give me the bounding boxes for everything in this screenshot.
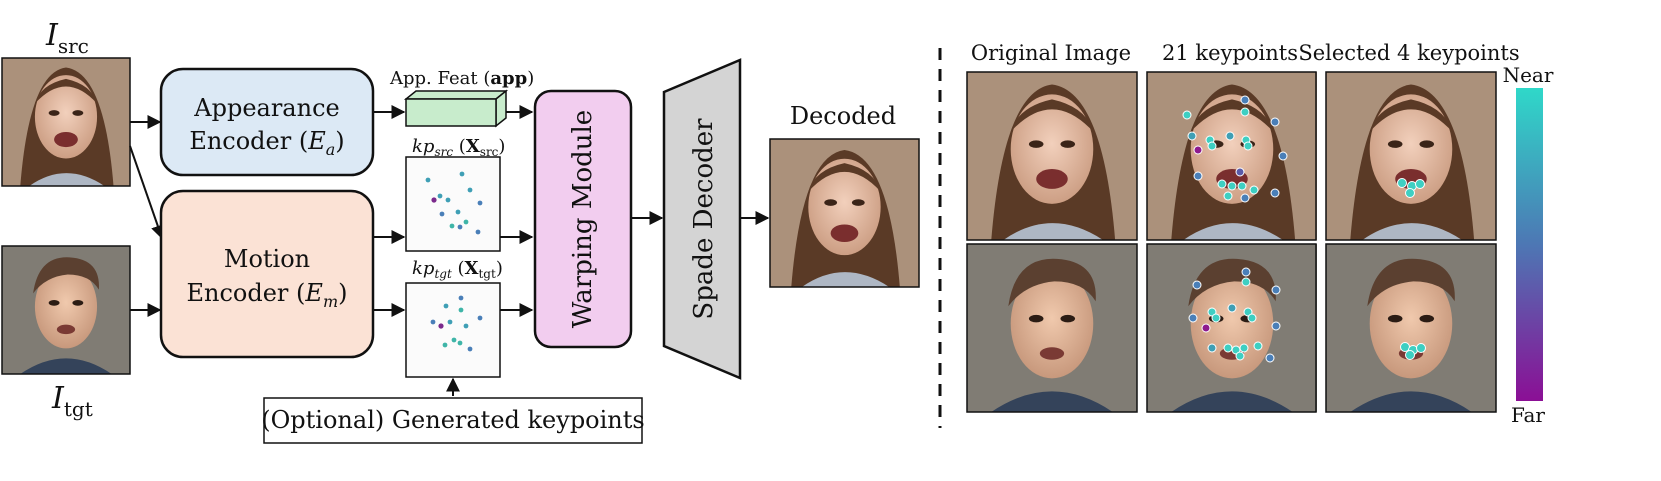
colorbar-far-label: Far [1511,403,1545,427]
column-title-21-keypoints: 21 keypoints [1162,41,1298,65]
colorbar-near-label: Near [1503,63,1554,87]
app-feat-label: App. Feat (app) [389,68,534,89]
kp-tgt-label: kptgt (Xtgt) [412,258,503,281]
grid-boy-original [967,244,1137,412]
decoded-image [770,139,919,287]
i-src-label: Isrc [45,18,89,58]
grid-boy-21-keypoints [1146,243,1317,413]
optional-generated-keypoints: (Optional) Generated keypoints [261,397,645,444]
warping-module-label: Warping Module [568,110,598,328]
column-title-selected-4: Selected 4 keypoints [1298,41,1519,65]
spade-decoder: Spade Decoder [662,58,742,380]
appearance-encoder: Appearance Encoder (Ea) [159,67,375,177]
target-image [2,246,130,374]
warping-module: Warping Module [533,89,633,349]
app-feature-tensor [403,89,509,128]
grid-girl-21-keypoints [1146,71,1317,241]
motion-encoder: Motion Encoder (Em) [159,189,375,359]
kp-tgt-plot [405,282,501,378]
kp-src-label: kpsrc (Xsrc) [412,136,505,159]
source-image [2,58,130,186]
column-title-original: Original Image [971,41,1131,65]
colorbar [1516,88,1543,401]
grid-girl-selected-4 [1325,71,1497,241]
grid-girl-original [967,72,1137,240]
decoded-label: Decoded [790,102,896,130]
motion-encoder-line1: Motion [224,245,310,273]
appearance-encoder-line2: Encoder (Ea) [189,127,344,159]
kp-src-plot [405,156,501,252]
i-tgt-label: Itgt [51,381,93,421]
arrow-src-to-motion [129,145,165,240]
spade-decoder-label: Spade Decoder [689,118,719,320]
grid-boy-selected-4 [1325,243,1497,413]
appearance-encoder-line1: Appearance [193,94,339,122]
optional-keypoints-label: (Optional) Generated keypoints [261,406,644,434]
motion-encoder-line2: Encoder (Em) [187,279,348,311]
